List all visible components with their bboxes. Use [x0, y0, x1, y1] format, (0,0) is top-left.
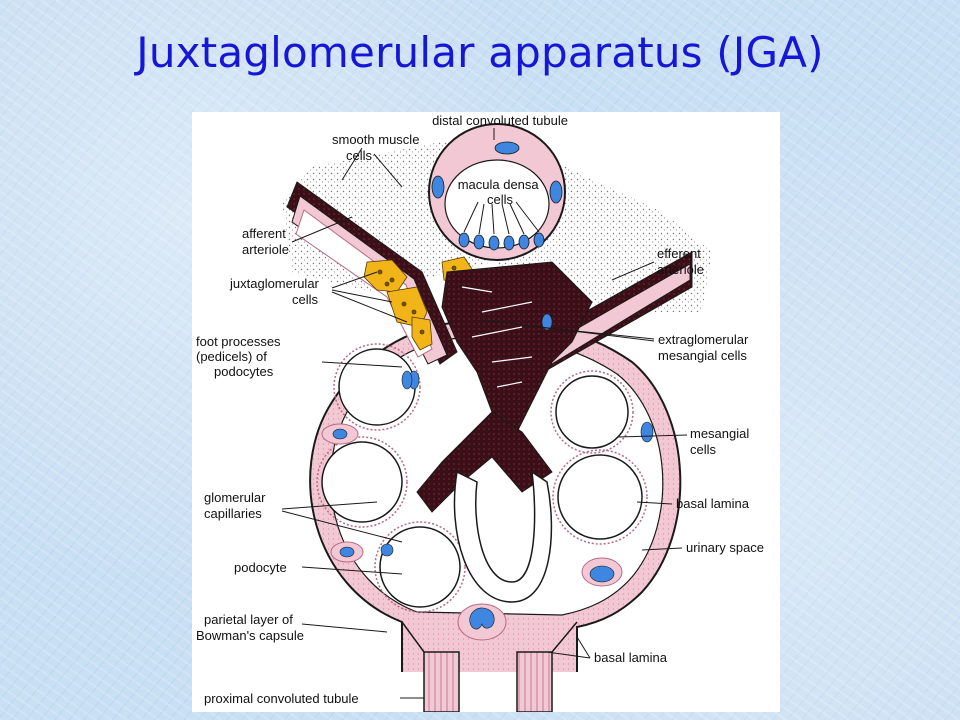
mesangial-cell-borders: [461, 286, 533, 388]
leader-lines: [281, 128, 688, 699]
label-glomerular-capillaries: glomerular capillaries: [204, 490, 269, 521]
label-juxtaglomerular-cells: juxtaglomerular cells: [229, 276, 323, 307]
glomerular-capillaries: [316, 343, 648, 613]
label-smooth-muscle-cells: smooth muscle cells: [332, 132, 423, 163]
label-macula-densa-cells: macula densa cells: [458, 177, 543, 207]
label-parietal-layer: parietal layer of Bowman's capsule: [196, 612, 304, 643]
figure-panel: distal convoluted tubule smooth muscle c…: [192, 112, 780, 712]
juxtaglomerular-cells: [363, 256, 475, 351]
label-urinary-space: urinary space: [686, 540, 764, 555]
extraglomerular-mesangial-region: [441, 261, 593, 443]
slide-title: Juxtaglomerular apparatus (JGA): [136, 28, 824, 77]
label-basal-lamina-bottom: basal lamina: [594, 650, 668, 665]
mesangial-stalk: [416, 411, 553, 513]
label-distal-convoluted-tubule: distal convoluted tubule: [432, 113, 568, 128]
label-afferent-arteriole: afferent arteriole: [242, 226, 289, 257]
label-mesangial-cells: mesangial cells: [690, 426, 753, 457]
label-efferent-arteriole: efferent arteriole: [657, 246, 704, 277]
label-extraglomerular-mesangial-cells: extraglomerular mesangial cells: [658, 332, 752, 363]
label-foot-processes: foot processes (pedicels) of podocytes: [196, 334, 284, 379]
label-basal-lamina-right: basal lamina: [676, 496, 750, 511]
jga-diagram: distal convoluted tubule smooth muscle c…: [196, 113, 764, 712]
distal-convoluted-tubule: [428, 123, 566, 261]
macula-densa-cells: [458, 232, 545, 251]
label-proximal-convoluted-tubule: proximal convoluted tubule: [204, 691, 359, 706]
label-podocyte: podocyte: [234, 560, 287, 575]
podocytes: [321, 313, 654, 641]
proximal-convoluted-tubule: [401, 621, 578, 712]
